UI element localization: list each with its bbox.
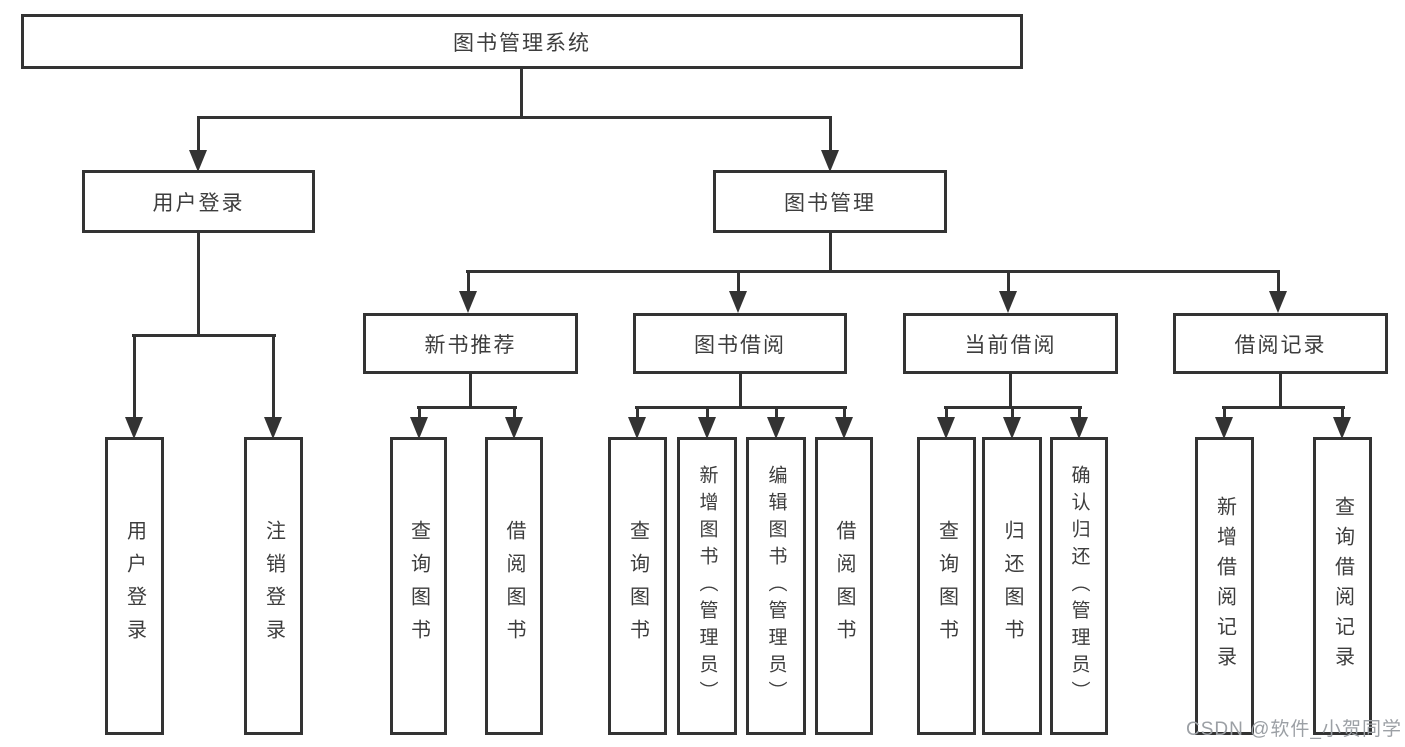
node-label: 图书管理 (784, 191, 876, 215)
arrowhead-down-icon (410, 417, 428, 439)
node-label: 新增借阅记录 (1213, 496, 1236, 676)
connector-line-horizontal (417, 406, 517, 409)
node-label: 注销登录 (262, 520, 285, 652)
node-label: 查询图书 (626, 520, 649, 652)
leaf-add-book-admin: 新增图书（管理员） (677, 437, 737, 735)
arrowhead-down-icon (698, 417, 716, 439)
connector-line-horizontal (132, 334, 276, 337)
node-user-login: 用户登录 (82, 170, 315, 233)
node-label: 查询借阅记录 (1331, 496, 1354, 676)
arrowhead-down-icon (767, 417, 785, 439)
leaf-return-books: 归还图书 (982, 437, 1042, 735)
node-label: 图书管理系统 (453, 31, 591, 55)
connector-line-vertical (197, 233, 200, 337)
connector-line-vertical (469, 374, 472, 409)
connector-line-vertical (1011, 406, 1014, 419)
connector-line-horizontal (635, 406, 847, 409)
node-label: 用户登录 (152, 191, 245, 215)
node-book-management: 图书管理 (713, 170, 947, 233)
arrowhead-down-icon (999, 291, 1017, 313)
leaf-confirm-return-admin: 确认归还（管理员） (1050, 437, 1108, 735)
connector-line-vertical (1279, 374, 1282, 409)
node-book-borrowing: 图书借阅 (633, 313, 847, 374)
node-new-book-recommendation: 新书推荐 (363, 313, 578, 374)
arrowhead-down-icon (1003, 417, 1021, 439)
connector-line-vertical (197, 116, 200, 152)
connector-line-vertical (829, 116, 832, 152)
node-label: 当前借阅 (964, 333, 1057, 357)
connector-line-vertical (513, 406, 516, 419)
node-label: 编辑图书（管理员） (765, 464, 787, 708)
connector-line-vertical (739, 374, 742, 409)
node-library-management-system: 图书管理系统 (21, 14, 1023, 69)
connector-line-vertical (775, 406, 778, 419)
connector-line-vertical (1009, 374, 1012, 409)
connector-line-vertical (945, 406, 948, 419)
connector-line-vertical (467, 270, 470, 295)
leaf-edit-book-admin: 编辑图书（管理员） (746, 437, 806, 735)
connector-line-horizontal (197, 116, 832, 119)
connector-line-vertical (272, 334, 275, 419)
arrowhead-down-icon (729, 291, 747, 313)
connector-line-vertical (1078, 406, 1081, 419)
node-label: 归还图书 (1001, 520, 1023, 652)
connector-line-vertical (636, 406, 639, 419)
arrowhead-down-icon (937, 417, 955, 439)
node-current-borrowing: 当前借阅 (903, 313, 1118, 374)
connector-line-vertical (737, 270, 740, 295)
leaf-add-borrow-record: 新增借阅记录 (1195, 437, 1254, 735)
node-borrowing-records: 借阅记录 (1173, 313, 1388, 374)
node-label: 图书借阅 (694, 333, 786, 357)
connector-line-vertical (843, 406, 846, 419)
connector-line-vertical (1007, 270, 1010, 295)
node-label: 新书推荐 (424, 333, 517, 357)
leaf-user-login: 用户登录 (105, 437, 164, 735)
arrowhead-down-icon (125, 417, 143, 439)
connector-line-vertical (1223, 406, 1226, 419)
arrowhead-down-icon (1215, 417, 1233, 439)
watermark: CSDN @软件_小贺同学 (1186, 719, 1402, 740)
leaf-borrow-books-borrowing: 借阅图书 (815, 437, 873, 735)
connector-line-horizontal (1222, 406, 1345, 409)
arrowhead-down-icon (821, 150, 839, 172)
leaf-query-books-current: 查询图书 (917, 437, 976, 735)
leaf-query-borrow-record: 查询借阅记录 (1313, 437, 1372, 735)
arrowhead-down-icon (1070, 417, 1088, 439)
arrowhead-down-icon (1333, 417, 1351, 439)
node-label: 查询图书 (935, 520, 958, 652)
connector-line-vertical (133, 334, 136, 419)
node-label: 查询图书 (407, 520, 430, 652)
leaf-logout: 注销登录 (244, 437, 303, 735)
leaf-query-books-borrowing: 查询图书 (608, 437, 667, 735)
leaf-borrow-books-recommend: 借阅图书 (485, 437, 543, 735)
arrowhead-down-icon (628, 417, 646, 439)
connector-line-horizontal (466, 270, 1280, 273)
arrowhead-down-icon (189, 150, 207, 172)
connector-line-vertical (706, 406, 709, 419)
arrowhead-down-icon (1269, 291, 1287, 313)
node-label: 借阅记录 (1234, 333, 1327, 357)
leaf-query-books-recommend: 查询图书 (390, 437, 447, 735)
node-label: 借阅图书 (503, 520, 525, 652)
connector-line-vertical (1341, 406, 1344, 419)
node-label: 新增图书（管理员） (696, 464, 718, 708)
arrowhead-down-icon (264, 417, 282, 439)
connector-line-vertical (1277, 270, 1280, 295)
connector-line-vertical (520, 69, 523, 119)
node-label: 确认归还（管理员） (1068, 464, 1090, 708)
arrowhead-down-icon (459, 291, 477, 313)
arrowhead-down-icon (505, 417, 523, 439)
node-label: 借阅图书 (833, 520, 855, 652)
connector-line-vertical (418, 406, 421, 419)
node-label: 用户登录 (123, 520, 146, 652)
connector-line-vertical (829, 233, 832, 273)
arrowhead-down-icon (835, 417, 853, 439)
